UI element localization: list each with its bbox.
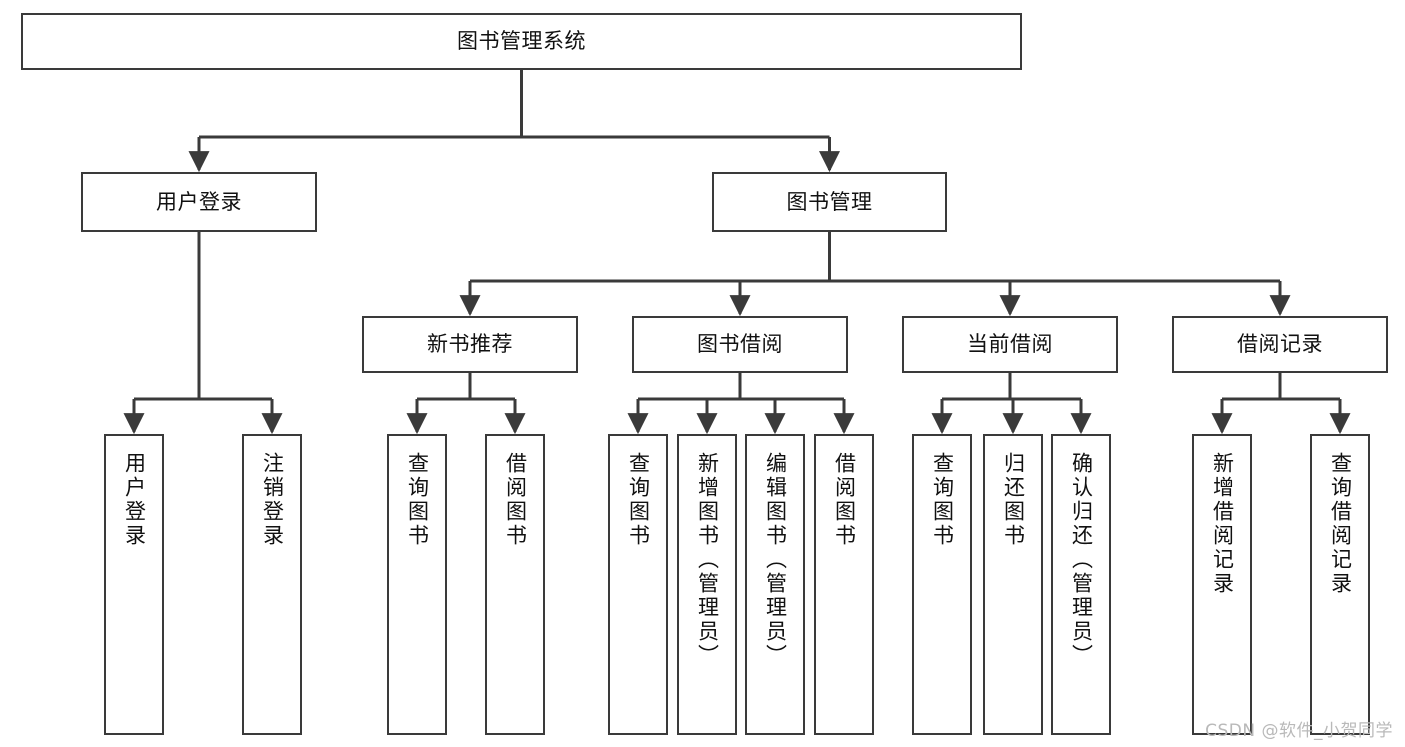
- node-label: 查询图书: [405, 452, 430, 548]
- node-newbook[interactable]: 新书推荐: [362, 316, 578, 373]
- node-leaf-user-login[interactable]: 用户登录: [104, 434, 164, 735]
- node-label: 借阅图书: [503, 452, 528, 548]
- node-leaf-rec-add[interactable]: 新增借阅记录: [1192, 434, 1252, 735]
- node-label: 新增图书（管理员）: [695, 452, 720, 668]
- node-leaf-borrow-add[interactable]: 新增图书（管理员）: [677, 434, 737, 735]
- node-label: 图书借阅: [697, 332, 783, 357]
- node-login[interactable]: 用户登录: [81, 172, 317, 232]
- watermark-text: CSDN @软件_小贺同学: [1205, 721, 1393, 741]
- node-leaf-cur-query[interactable]: 查询图书: [912, 434, 972, 735]
- node-label: 查询图书: [626, 452, 651, 548]
- node-leaf-borrow-lend[interactable]: 借阅图书: [814, 434, 874, 735]
- node-label: 注销登录: [260, 452, 285, 548]
- node-label: 借阅图书: [832, 452, 857, 548]
- node-leaf-user-logout[interactable]: 注销登录: [242, 434, 302, 735]
- node-leaf-cur-return[interactable]: 归还图书: [983, 434, 1043, 735]
- node-label: 用户登录: [122, 452, 147, 548]
- node-label: 新书推荐: [427, 332, 513, 357]
- node-label: 编辑图书（管理员）: [763, 452, 788, 668]
- node-bookmgmt[interactable]: 图书管理: [712, 172, 947, 232]
- node-leaf-new-borrow[interactable]: 借阅图书: [485, 434, 545, 735]
- node-records[interactable]: 借阅记录: [1172, 316, 1388, 373]
- node-label: 查询图书: [930, 452, 955, 548]
- node-root[interactable]: 图书管理系统: [21, 13, 1022, 70]
- node-label: 借阅记录: [1237, 332, 1323, 357]
- node-label: 当前借阅: [967, 332, 1053, 357]
- node-leaf-rec-query[interactable]: 查询借阅记录: [1310, 434, 1370, 735]
- node-leaf-borrow-edit[interactable]: 编辑图书（管理员）: [745, 434, 805, 735]
- node-label: 用户登录: [156, 189, 242, 214]
- node-borrow[interactable]: 图书借阅: [632, 316, 848, 373]
- node-label: 查询借阅记录: [1328, 452, 1353, 596]
- node-leaf-cur-confirm[interactable]: 确认归还（管理员）: [1051, 434, 1111, 735]
- node-label: 图书管理系统: [457, 29, 586, 54]
- node-label: 确认归还（管理员）: [1069, 452, 1094, 668]
- node-leaf-borrow-query[interactable]: 查询图书: [608, 434, 668, 735]
- node-current[interactable]: 当前借阅: [902, 316, 1118, 373]
- node-label: 归还图书: [1001, 452, 1026, 548]
- node-leaf-new-query[interactable]: 查询图书: [387, 434, 447, 735]
- node-label: 图书管理: [786, 189, 873, 214]
- node-label: 新增借阅记录: [1210, 452, 1235, 596]
